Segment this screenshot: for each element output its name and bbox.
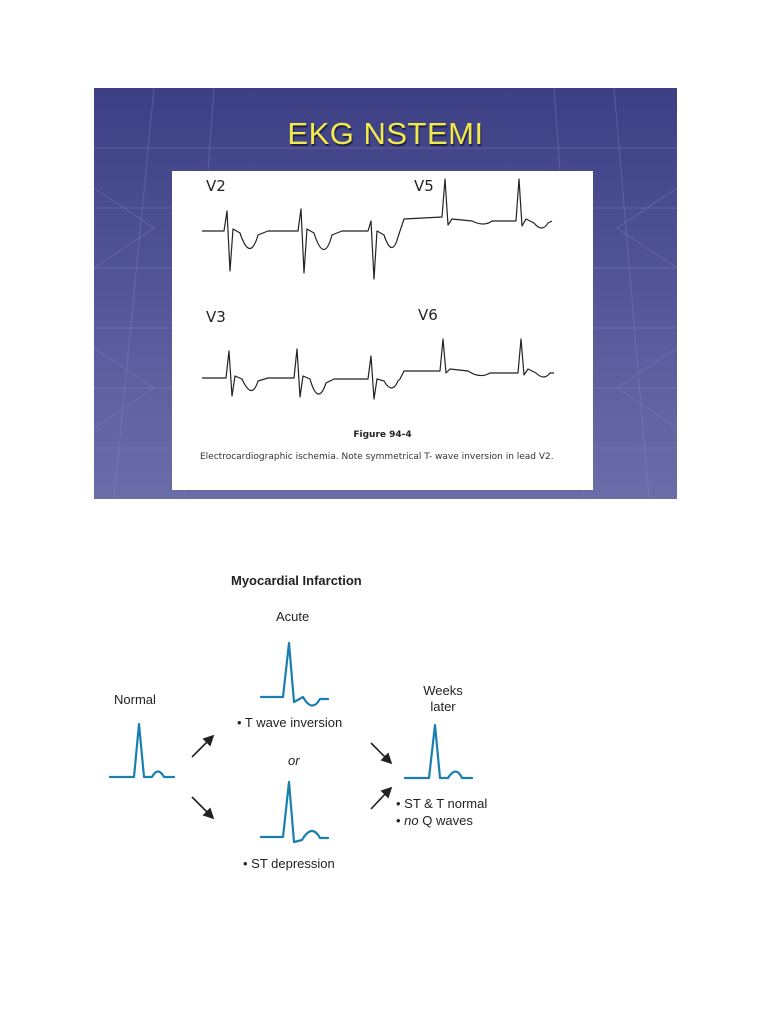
diagram-title: Myocardial Infarction bbox=[231, 573, 362, 588]
slide-title: EKG NSTEMI bbox=[287, 116, 484, 151]
t-inversion-complex-trace bbox=[259, 641, 330, 707]
ekg-trace-v3 bbox=[202, 348, 401, 400]
t-wave-inversion-bullet: • T wave inversion bbox=[237, 715, 343, 730]
arrow-head bbox=[202, 734, 215, 747]
mi-evolution-diagram: Myocardial Infarction Acute Normal Weeks… bbox=[0, 560, 768, 900]
arrow-head bbox=[380, 786, 393, 799]
diagram-graphics bbox=[108, 641, 474, 844]
st-depression-complex-trace bbox=[259, 780, 330, 844]
st-t-normal-bullet: • ST & T normal bbox=[396, 796, 488, 811]
arrow-st-depression-to-weeks-later bbox=[370, 791, 388, 810]
normal-complex-trace bbox=[108, 722, 176, 779]
st-depression-bullet: • ST depression bbox=[243, 856, 335, 871]
ekg-trace-v2 bbox=[202, 208, 401, 280]
ekg-traces bbox=[202, 178, 554, 400]
or-label: or bbox=[288, 753, 300, 768]
arrow-head bbox=[380, 752, 393, 765]
normal-label: Normal bbox=[114, 692, 156, 707]
weeks-later-label: Weeks later bbox=[423, 683, 463, 714]
figure-label: Figure 94-4 bbox=[353, 430, 412, 440]
ekg-slide: EKG NSTEMI V2 V5 V3 V6 Figure 94-4 Elect… bbox=[94, 88, 677, 499]
figure-caption: Electrocardiographic ischemia. Note symm… bbox=[200, 452, 554, 462]
arrow-acute-to-weeks-later bbox=[370, 742, 388, 760]
ekg-figure: V2 V5 V3 V6 Figure 94-4 Electrocardiogra… bbox=[172, 171, 593, 490]
arrow-normal-to-acute bbox=[191, 739, 210, 758]
no-q-waves-bullet: • no Q waves bbox=[396, 813, 473, 828]
lead-label-v5: V5 bbox=[414, 177, 434, 195]
arrow-normal-to-st-depression bbox=[191, 796, 210, 815]
lead-label-v6: V6 bbox=[418, 306, 438, 324]
ekg-trace-v5 bbox=[399, 178, 553, 232]
arrow-head bbox=[202, 807, 215, 820]
ekg-trace-v6 bbox=[399, 338, 554, 380]
weeks-later-complex-trace bbox=[403, 723, 474, 780]
lead-label-v2: V2 bbox=[206, 177, 226, 195]
lead-label-v3: V3 bbox=[206, 308, 226, 326]
acute-label: Acute bbox=[276, 609, 310, 624]
